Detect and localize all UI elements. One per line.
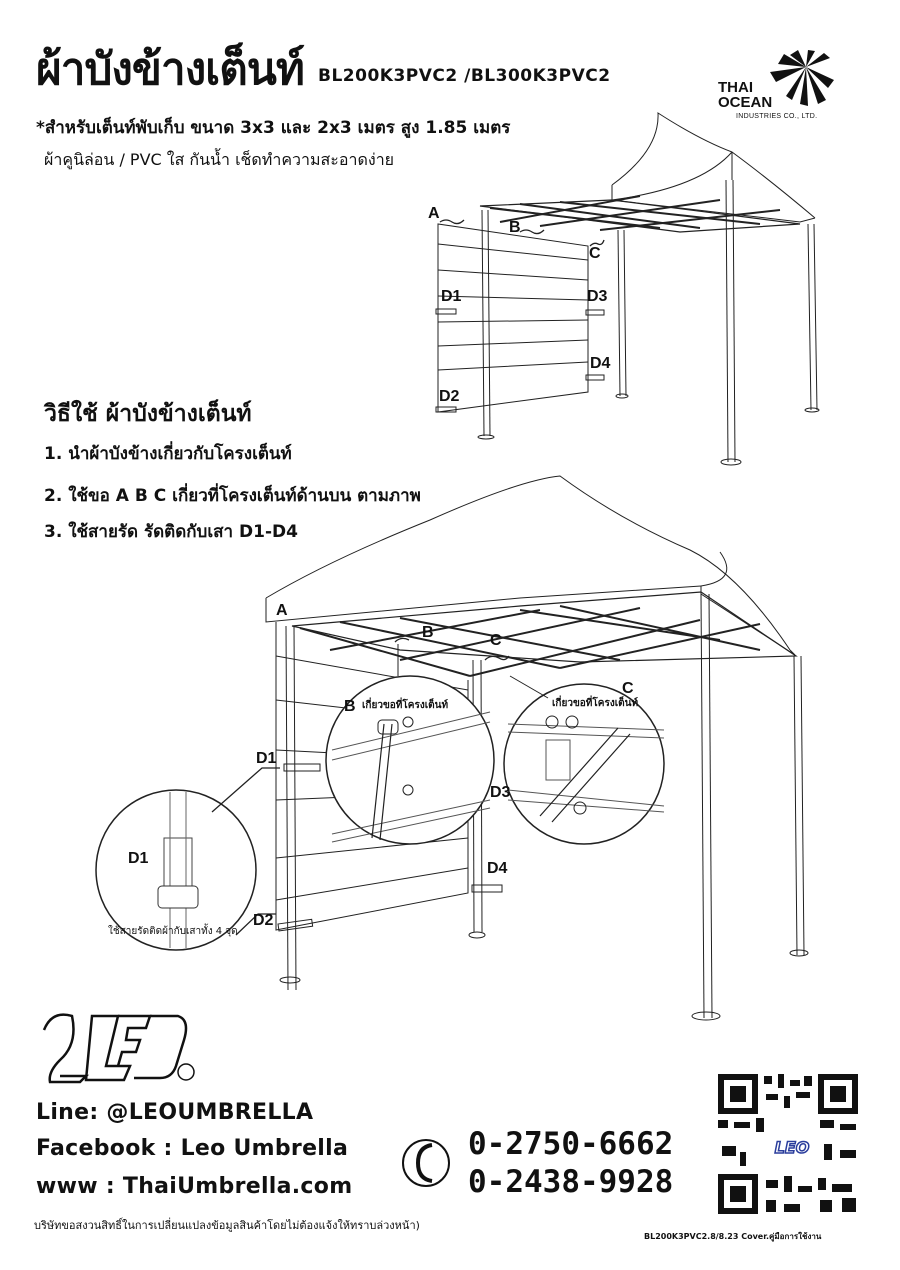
label-d4-small: D4 bbox=[590, 355, 611, 372]
label-a-small: A bbox=[428, 205, 440, 222]
callout-d1-text: ใช้สายรัดติดผ้ากับเสาทั้ง 4 จุด bbox=[108, 926, 238, 937]
label-d4-main: D4 bbox=[487, 860, 508, 877]
leo-logo-icon bbox=[42, 1013, 188, 1084]
disclaimer: บริษัทขอสงวนสิทธิ์ในการเปลี่ยนแปลงข้อมูล… bbox=[34, 1219, 420, 1232]
logo-line2: OCEAN bbox=[718, 94, 773, 111]
logo-line1: THAI bbox=[718, 79, 753, 96]
callout-b-text: เกี่ยวขอที่โครงเต็นท์ bbox=[362, 700, 449, 711]
line-contact: Line: @LEOUMBRELLA bbox=[36, 1100, 314, 1125]
thai-ocean-logo-icon bbox=[770, 50, 834, 106]
label-d1-small: D1 bbox=[441, 288, 462, 305]
logo-company: INDUSTRIES CO., LTD. bbox=[736, 113, 818, 120]
label-a-main: A bbox=[276, 602, 288, 619]
qr-code-icon bbox=[718, 1074, 858, 1214]
label-c-main: C bbox=[490, 632, 502, 649]
label-d3-main: D3 bbox=[490, 784, 511, 801]
callout-d1-letter: D1 bbox=[128, 850, 149, 867]
phone-number-1: 0-2750-6662 bbox=[468, 1126, 674, 1162]
page-title: ผ้าบังข้างเต็นท์ bbox=[36, 44, 305, 95]
instruction-step-1: 1. นำผ้าบังข้างเกี่ยวกับโครงเต็นท์ bbox=[44, 444, 292, 464]
instruction-step-2: 2. ใช้ขอ A B C เกี่ยวที่โครงเต็นท์ด้านบน… bbox=[44, 486, 421, 506]
label-c-small: C bbox=[589, 245, 601, 262]
label-b-small: B bbox=[509, 219, 521, 236]
phone-handset-icon bbox=[402, 1139, 450, 1187]
subtitle-material: ผ้าคูนิล่อน / PVC ใส กันน้ำ เช็ดทำความสะ… bbox=[44, 150, 395, 169]
svg-text:LEO: LEO bbox=[775, 1138, 810, 1157]
label-b-main: B bbox=[422, 624, 434, 641]
instructions-title: วิธีใช้ ผ้าบังข้างเต็นท์ bbox=[44, 401, 252, 427]
website-contact: www : ThaiUmbrella.com bbox=[36, 1174, 353, 1199]
callout-c-letter: C bbox=[622, 680, 634, 697]
small-tent-drawing bbox=[435, 112, 820, 466]
subtitle-size: *สำหรับเต็นท์พับเก็บ ขนาด 3x3 และ 2x3 เม… bbox=[36, 118, 511, 138]
label-d2-main: D2 bbox=[253, 912, 274, 929]
facebook-contact: Facebook : Leo Umbrella bbox=[36, 1136, 349, 1161]
phone-number-2: 0-2438-9928 bbox=[468, 1164, 674, 1200]
callout-c-text: เกี่ยวขอที่โครงเต็นท์ bbox=[552, 698, 639, 709]
document-reference: BL200K3PVC2.8/8.23 Cover.คู่มือการใช้งาน bbox=[644, 1232, 822, 1241]
model-numbers: BL200K3PVC2 /BL300K3PVC2 bbox=[318, 66, 611, 86]
label-d3-small: D3 bbox=[587, 288, 608, 305]
label-d2-small: D2 bbox=[439, 388, 460, 405]
callout-b-letter: B bbox=[344, 698, 356, 715]
instruction-step-3: 3. ใช้สายรัด รัดติดกับเสา D1-D4 bbox=[44, 522, 298, 542]
label-d1-main: D1 bbox=[256, 750, 277, 767]
thai-ocean-logo: THAI OCEAN bbox=[718, 80, 772, 110]
main-tent-drawing bbox=[95, 475, 809, 1021]
